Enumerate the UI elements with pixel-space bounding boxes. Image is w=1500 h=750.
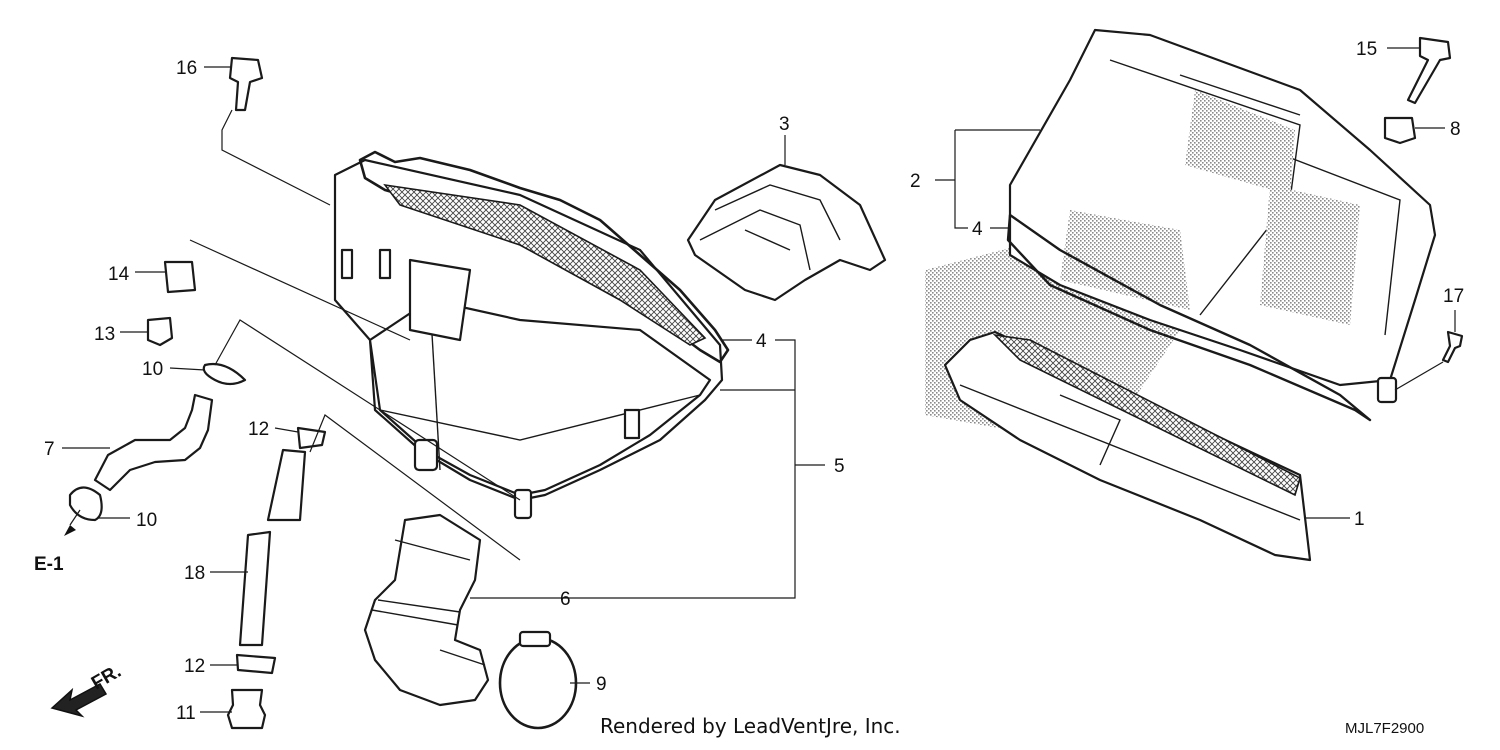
callout-1: 1 — [1354, 509, 1365, 530]
air-cleaner-element — [943, 330, 1312, 562]
cover-tab — [1376, 376, 1398, 404]
grommet-13 — [146, 316, 174, 347]
screw-17 — [1441, 330, 1464, 364]
callout-12-upper: 12 — [248, 419, 269, 440]
intake-duct — [686, 163, 887, 302]
leader-lines — [62, 47, 1456, 713]
callout-5: 5 — [834, 456, 845, 477]
connecting-tube — [363, 513, 490, 707]
callout-3: 3 — [779, 114, 790, 135]
callout-2: 2 — [910, 171, 921, 192]
callout-4-case: 4 — [756, 331, 767, 352]
cover-seal — [1006, 213, 1372, 422]
drain-plug — [226, 688, 267, 730]
screw-15 — [1406, 36, 1452, 105]
diagram-code: MJL7F2900 — [1345, 720, 1424, 737]
drain-hose — [93, 393, 214, 492]
render-credit: Rendered by LeadVentJre, Inc. — [600, 714, 901, 738]
callout-7: 7 — [44, 439, 55, 460]
callout-12-lower: 12 — [184, 656, 205, 677]
case-element-mesh — [383, 183, 707, 346]
reference-label: E-1 — [34, 554, 64, 575]
callout-18: 18 — [184, 563, 205, 584]
tube-clip-lower — [235, 653, 277, 675]
callout-11: 11 — [176, 703, 196, 724]
hose-clip-upper — [202, 362, 247, 386]
callout-15: 15 — [1356, 39, 1377, 60]
callout-17: 17 — [1443, 286, 1464, 307]
callout-14: 14 — [108, 264, 130, 285]
air-cleaner-case — [333, 158, 724, 520]
callout-16: 16 — [176, 58, 197, 79]
bolt-16 — [228, 56, 264, 112]
breather-tube — [238, 530, 272, 647]
callout-9: 9 — [596, 674, 607, 695]
tube-clamp — [498, 636, 578, 730]
callout-8: 8 — [1450, 119, 1461, 140]
front-direction-arrow: FR. — [50, 661, 125, 718]
tube-clip-upper — [296, 426, 327, 450]
hose-clip-lower — [68, 486, 103, 522]
callout-6: 6 — [560, 589, 571, 610]
air-cleaner-cover — [1008, 28, 1437, 387]
callout-10-upper: 10 — [142, 359, 163, 380]
grommet-14 — [163, 260, 197, 294]
callout-10-lower: 10 — [136, 510, 157, 531]
grommet-8 — [1383, 116, 1417, 145]
callout-4-cover: 4 — [972, 219, 983, 240]
callout-13: 13 — [94, 324, 115, 345]
